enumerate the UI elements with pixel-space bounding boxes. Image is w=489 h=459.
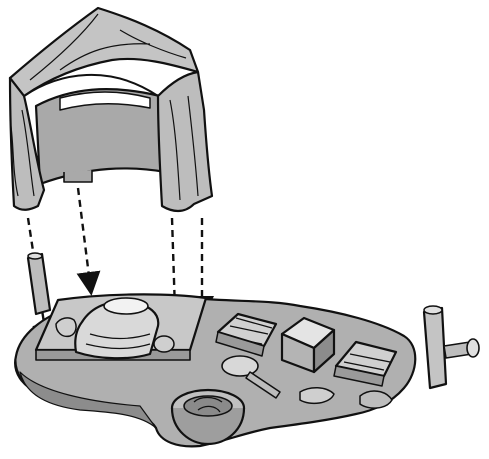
tent-canopy-cover <box>10 8 212 211</box>
side-post-crank <box>424 306 479 388</box>
tent-right-panel <box>158 72 212 211</box>
pillow <box>104 298 148 314</box>
lantern-item <box>154 336 174 352</box>
side-post-left <box>28 253 50 314</box>
tent-roof <box>10 8 198 96</box>
tent-bottom-tab <box>64 170 92 182</box>
small-toy-figure <box>56 318 76 336</box>
arrow-2 <box>78 188 90 284</box>
campsite-playset-base <box>15 253 479 446</box>
